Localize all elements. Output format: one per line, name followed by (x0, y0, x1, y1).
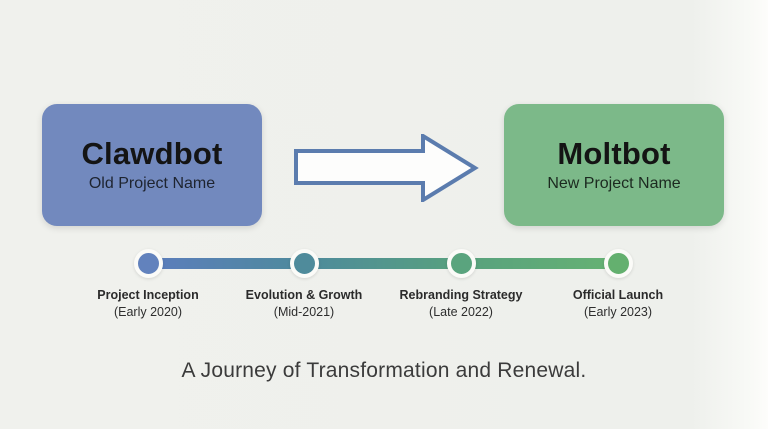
milestone-title: Rebranding Strategy (399, 288, 523, 302)
timeline-dot (446, 249, 476, 278)
milestone-date: (Late 2022) (429, 304, 493, 319)
milestone-evolution-growth: Evolution & Growth (Mid-2021) (219, 249, 389, 321)
old-project-label: Old Project Name (88, 175, 216, 192)
new-project-name: Moltbot (557, 136, 671, 171)
milestone-rebranding-strategy: Rebranding Strategy (Late 2022) (376, 249, 546, 321)
timeline-dot (603, 249, 633, 278)
milestone-date: (Mid-2021) (273, 304, 335, 319)
caption: A Journey of Transformation and Renewal. (181, 359, 587, 382)
transition-arrow-icon (294, 134, 479, 202)
milestone-project-inception: Project Inception (Early 2020) (63, 249, 233, 321)
new-project-card: Moltbot New Project Name (504, 104, 724, 226)
timeline-bar (148, 258, 618, 269)
timeline-dot (133, 249, 163, 278)
old-project-name: Clawdbot (81, 136, 223, 171)
timeline-dot (289, 249, 319, 278)
old-project-card: Clawdbot Old Project Name (42, 104, 262, 226)
milestone-title: Project Inception (97, 288, 199, 302)
milestone-date: (Early 2023) (583, 304, 653, 319)
milestone-title: Official Launch (572, 288, 664, 302)
new-project-label: New Project Name (547, 175, 681, 192)
arrow-shape (294, 134, 479, 202)
milestone-title: Evolution & Growth (245, 288, 363, 302)
milestone-official-launch: Official Launch (Early 2023) (533, 249, 703, 321)
milestone-date: (Early 2020) (113, 304, 183, 319)
